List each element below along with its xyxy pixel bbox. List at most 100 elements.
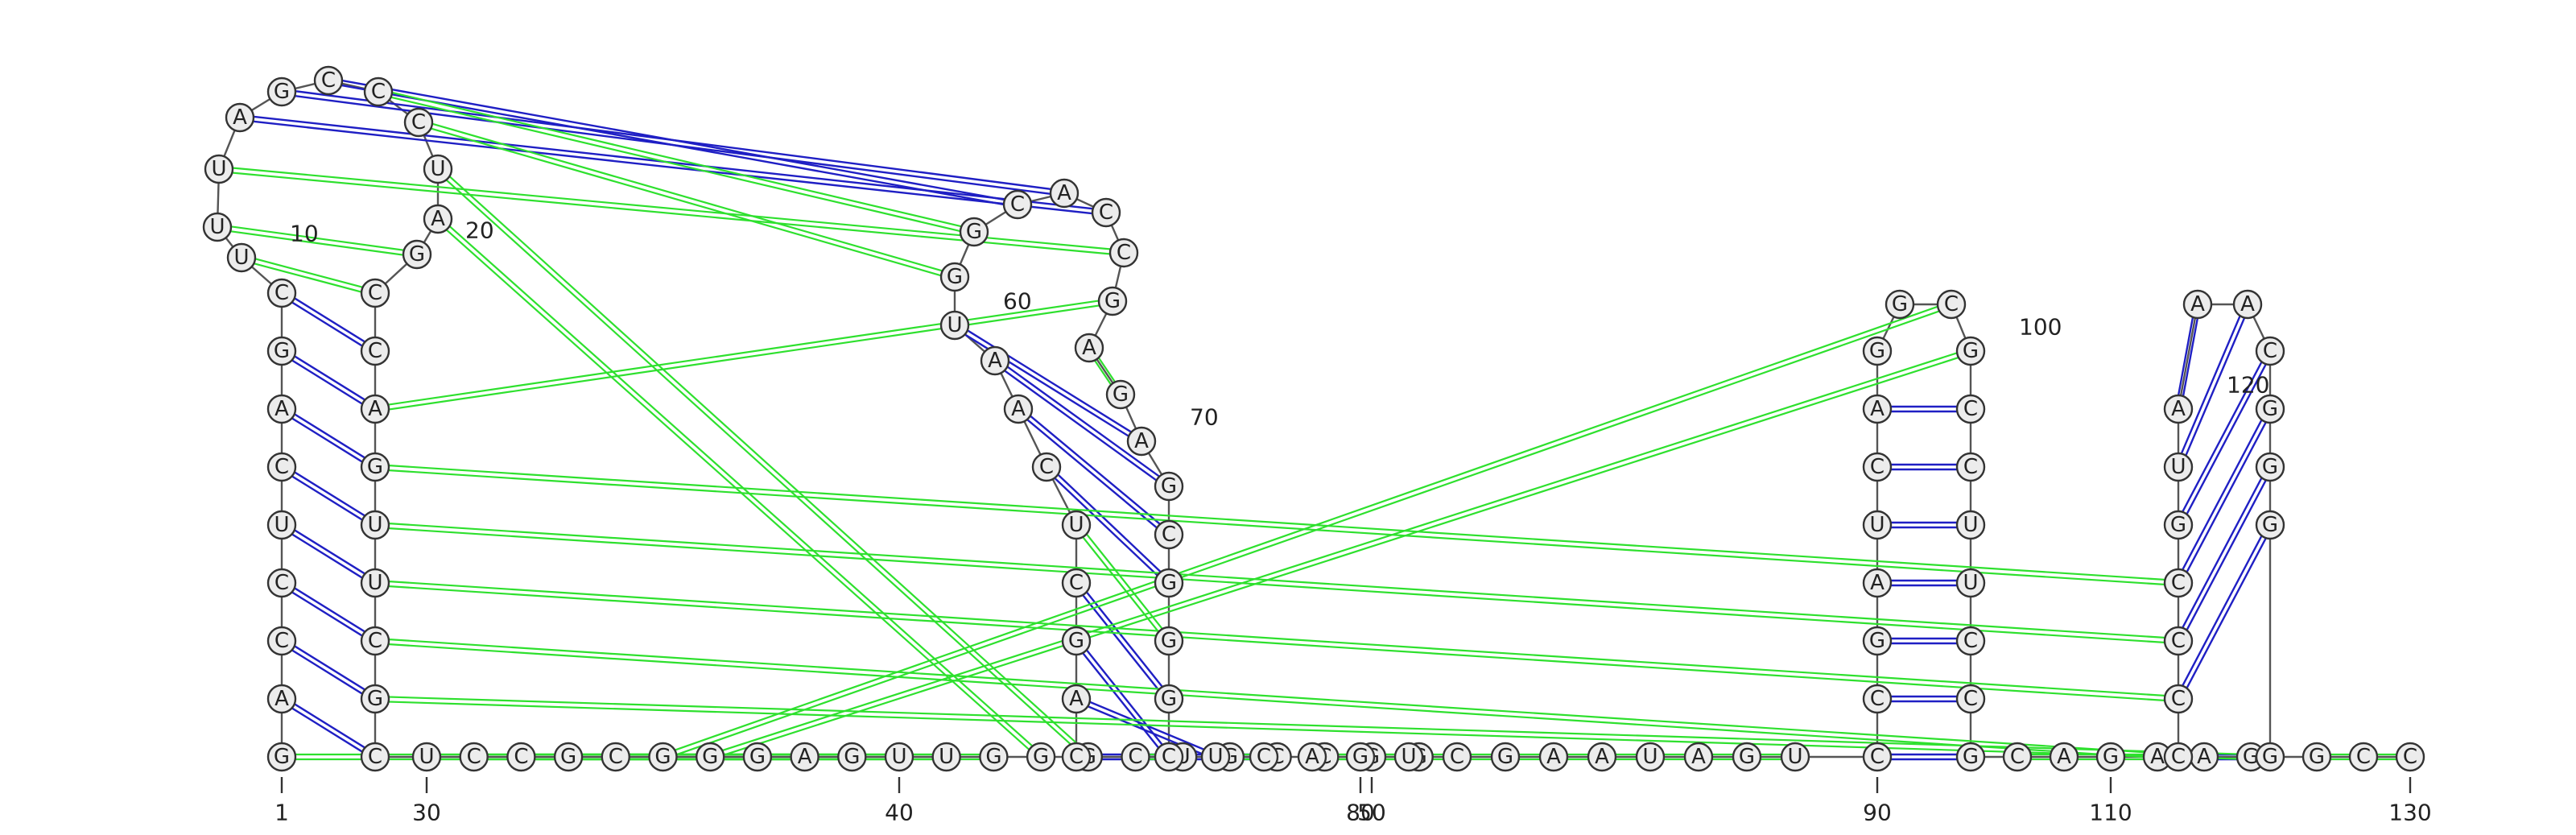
nucleotide-circle bbox=[266, 742, 297, 772]
nucleotide-letter: G bbox=[844, 745, 860, 769]
nucleotide-letter: G bbox=[1161, 687, 1177, 711]
nucleotide-letter: C bbox=[1963, 397, 1978, 421]
nucleotide-122: A bbox=[2232, 289, 2263, 320]
noncanonical-pair-line bbox=[439, 166, 1091, 756]
nucleotide-letter: G bbox=[2103, 745, 2119, 769]
nucleotide-circle bbox=[1955, 626, 1986, 656]
nucleotide-circle bbox=[411, 742, 442, 772]
nucleotide-letter: G bbox=[1892, 292, 1908, 316]
nucleotide-42: G bbox=[979, 742, 1009, 772]
nucleotide-125: G bbox=[2255, 452, 2285, 482]
nucleotide-20: G bbox=[402, 239, 432, 270]
nucleotide-letter: U bbox=[939, 745, 954, 769]
nucleotide-110: G bbox=[2095, 742, 2126, 772]
noncanonical-pair-line bbox=[436, 170, 1088, 760]
nucleotide-letter: C bbox=[275, 629, 289, 653]
nucleotide-letter: C bbox=[368, 281, 382, 305]
nucleotide-circle bbox=[601, 742, 630, 772]
number-label-1: 1 bbox=[275, 800, 289, 826]
nucleotide-letter: C bbox=[2171, 687, 2186, 711]
nucleotide-circle bbox=[1955, 742, 1986, 772]
canonical-pair-line bbox=[2179, 304, 2251, 469]
nucleotide-43: G bbox=[1026, 742, 1056, 772]
nucleotide-letter: U bbox=[1642, 745, 1657, 769]
nucleotide-letter: C bbox=[368, 339, 382, 363]
number-label-60: 60 bbox=[1003, 288, 1032, 315]
nucleotide-54: G bbox=[1061, 626, 1092, 656]
nucleotide-letter: U bbox=[891, 745, 906, 769]
nucleotide-circle bbox=[979, 742, 1009, 772]
nucleotide-circle bbox=[2163, 510, 2194, 540]
canonical-pair-line bbox=[2179, 351, 2273, 527]
nucleotide-22: C bbox=[360, 336, 390, 366]
nucleotide-letter: C bbox=[609, 745, 623, 769]
canonical-pair-line bbox=[282, 696, 378, 756]
nucleotide-letter: A bbox=[2197, 745, 2211, 769]
nucleotide-letter: G bbox=[654, 745, 671, 769]
nucleotide-letter: C bbox=[1870, 455, 1885, 479]
number-label-30: 30 bbox=[412, 800, 441, 826]
base-pair-layer bbox=[217, 76, 2410, 761]
nucleotide-letter: G bbox=[1352, 745, 1368, 769]
noncanonical-pair-line bbox=[374, 584, 2178, 703]
nucleotide-45: C bbox=[1121, 742, 1150, 772]
nucleotide-37: G bbox=[742, 742, 773, 772]
nucleotide-85: A bbox=[1587, 742, 1617, 772]
nucleotide-circle bbox=[2163, 742, 2194, 772]
nucleotide-letter: A bbox=[431, 207, 445, 231]
nucleotide-circle bbox=[1955, 452, 1986, 482]
nucleotide-letter: C bbox=[1870, 687, 1885, 711]
nucleotide-letter: C bbox=[2263, 339, 2277, 363]
nucleotide-105: C bbox=[1955, 626, 1986, 656]
nucleotide-letter: G bbox=[1869, 629, 1885, 653]
nucleotide-circle bbox=[2348, 742, 2379, 772]
nucleotide-97: G bbox=[1862, 336, 1893, 366]
nucleotide-letter: G bbox=[274, 80, 290, 104]
nucleotide-circle bbox=[266, 568, 297, 598]
nucleotide-circle bbox=[1097, 286, 1128, 316]
noncanonical-pair-line bbox=[374, 526, 2178, 645]
nucleotide-79: A bbox=[1297, 742, 1327, 772]
canonical-pair-line bbox=[328, 81, 1018, 209]
nucleotide-29: C bbox=[360, 742, 390, 772]
nucleotide-circle bbox=[1154, 568, 1184, 598]
nucleotide-52: C bbox=[1061, 742, 1092, 772]
canonical-pair-line bbox=[279, 700, 375, 760]
nucleotide-23: A bbox=[360, 394, 390, 424]
noncanonical-pair-line bbox=[242, 254, 377, 292]
nucleotide-circle bbox=[1936, 289, 1967, 320]
nucleotide-129: C bbox=[2348, 742, 2379, 772]
noncanonical-pair-line bbox=[217, 223, 418, 254]
nucleotide-126: G bbox=[2255, 510, 2285, 540]
nucleotide-circle bbox=[1297, 742, 1327, 772]
nucleotide-letter: G bbox=[947, 265, 963, 289]
nucleotide-letter: G bbox=[274, 745, 290, 769]
nucleotide-70: A bbox=[1126, 426, 1157, 457]
nucleotide-letter: C bbox=[275, 281, 289, 305]
nucleotide-letter: G bbox=[2262, 397, 2278, 421]
nucleotide-letter: C bbox=[1450, 745, 1464, 769]
nucleotide-circle bbox=[402, 239, 432, 270]
noncanonical-pair-line bbox=[710, 352, 1972, 760]
noncanonical-pair-line bbox=[374, 700, 2251, 761]
nucleotide-circle bbox=[1683, 742, 1714, 772]
nucleotide-circle bbox=[742, 742, 773, 772]
canonical-pair-line bbox=[282, 348, 378, 408]
nucleotide-83: G bbox=[1490, 742, 1521, 772]
nucleotide-letter: U bbox=[211, 157, 226, 181]
nucleotide-letter: C bbox=[1039, 455, 1054, 479]
nucleotide-letter: C bbox=[467, 745, 481, 769]
nucleotide-circle bbox=[1031, 452, 1062, 482]
nucleotide-letter: C bbox=[1069, 745, 1084, 769]
nucleotide-61: G bbox=[939, 262, 970, 292]
nucleotide-circle bbox=[2163, 394, 2194, 424]
nucleotide-15: C bbox=[313, 65, 344, 96]
nucleotide-letter: G bbox=[966, 220, 982, 244]
nucleotide-circle bbox=[266, 278, 297, 308]
nucleotide-96: A bbox=[1862, 394, 1893, 424]
nucleotide-19: A bbox=[423, 204, 453, 234]
nucleotide-128: G bbox=[2301, 742, 2332, 772]
nucleotide-circle bbox=[423, 204, 453, 234]
nucleotide-69: G bbox=[1105, 379, 1136, 410]
number-label-130: 130 bbox=[2388, 800, 2431, 826]
